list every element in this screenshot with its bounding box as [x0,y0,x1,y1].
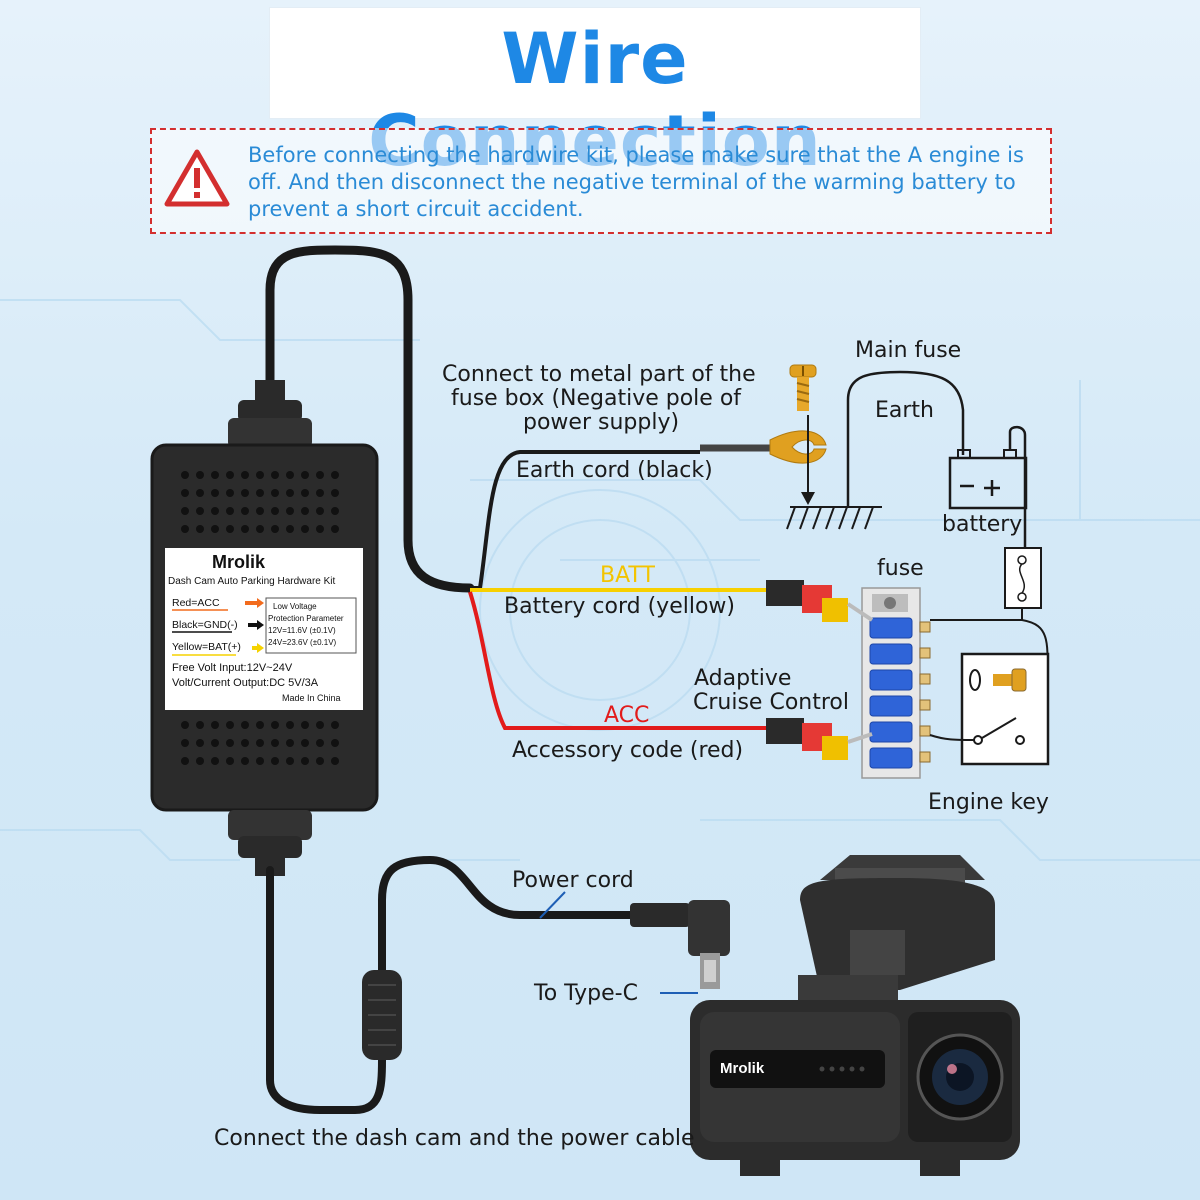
battery-label: battery [942,512,1023,537]
strain-relief-top [228,380,312,448]
batt-label: BATT [600,563,655,588]
main-fuse-icon [1004,547,1042,609]
main-fuse-out-wire [930,608,1023,621]
strain-relief-bottom [228,810,312,876]
box-lvp-title-2: Protection Parameter [268,614,344,623]
box-lvp-title-1: Low Voltage [273,602,317,611]
box-red: Red=ACC [172,597,220,609]
acc-label: ACC [604,703,650,728]
box-input: Free Volt Input:12V~24V [172,662,293,674]
fuse-box [861,587,931,779]
box-made: Made In China [282,693,341,703]
earth-connect-line-2: fuse box (Negative pole of [451,386,742,411]
input-cable [265,245,475,593]
vent-holes-top [181,471,339,533]
box-label [165,548,363,710]
earth-connect-line-3: power supply) [523,410,680,435]
bottom-caption: Connect the dash cam and the power cable [214,1126,695,1151]
ferrite-core [362,970,402,1060]
earth-arrow [801,415,815,505]
accessory-cord-label: Accessory code (red) [512,738,744,763]
ground-symbol [786,506,882,530]
box-lvp-2: 24V=23.6V (±0.1V) [268,638,337,647]
earth-connect-line-1: Connect to metal part of the [442,362,756,387]
earth-wire [470,450,700,590]
box-brand: Mrolik [212,552,266,572]
to-type-c-label: To Type-C [534,981,638,1006]
lvp-frame [265,597,357,654]
earth-cord-label: Earth cord (black) [516,458,713,483]
battery-cord-label: Battery cord (yellow) [504,594,735,619]
battery-icon [948,449,1028,510]
label-arrows [172,598,264,656]
warning-box: Before connecting the hardwire kit, plea… [150,128,1052,234]
fuse-tap-batt [766,580,874,622]
fuse-tap-acc [766,718,873,760]
earth-label: Earth [875,398,934,423]
earth-loop-wire [846,370,965,507]
screw-icon [789,364,817,411]
power-cord-label: Power cord [512,868,634,893]
dash-cam-brand: Mrolik [720,1060,765,1077]
adaptive-label-1: Adaptive [694,666,792,691]
ring-terminal [700,430,827,464]
dash-cam [690,855,1020,1176]
fuse-label: fuse [877,556,924,581]
warning-icon [164,149,230,207]
box-yellow: Yellow=BAT(+) [172,641,241,653]
adaptive-label-2: Cruise Control [693,690,849,715]
engine-key-switch [929,652,1050,766]
box-black: Black=GND(-) [172,619,238,631]
engine-key-label: Engine key [928,790,1049,815]
box-subtitle: Dash Cam Auto Parking Hardware Kit [168,576,336,587]
box-output: Volt/Current Output:DC 5V/3A [172,677,319,689]
warning-text: Before connecting the hardwire kit, plea… [248,143,1024,221]
output-cable [266,855,644,1114]
box-lvp-1: 12V=11.6V (±0.1V) [268,626,336,635]
battery-positive-wire [1008,425,1027,550]
acc-wire [468,591,770,730]
type-c-connector [630,900,730,989]
power-cord-pointer [539,891,566,919]
main-fuse-label: Main fuse [855,338,962,363]
